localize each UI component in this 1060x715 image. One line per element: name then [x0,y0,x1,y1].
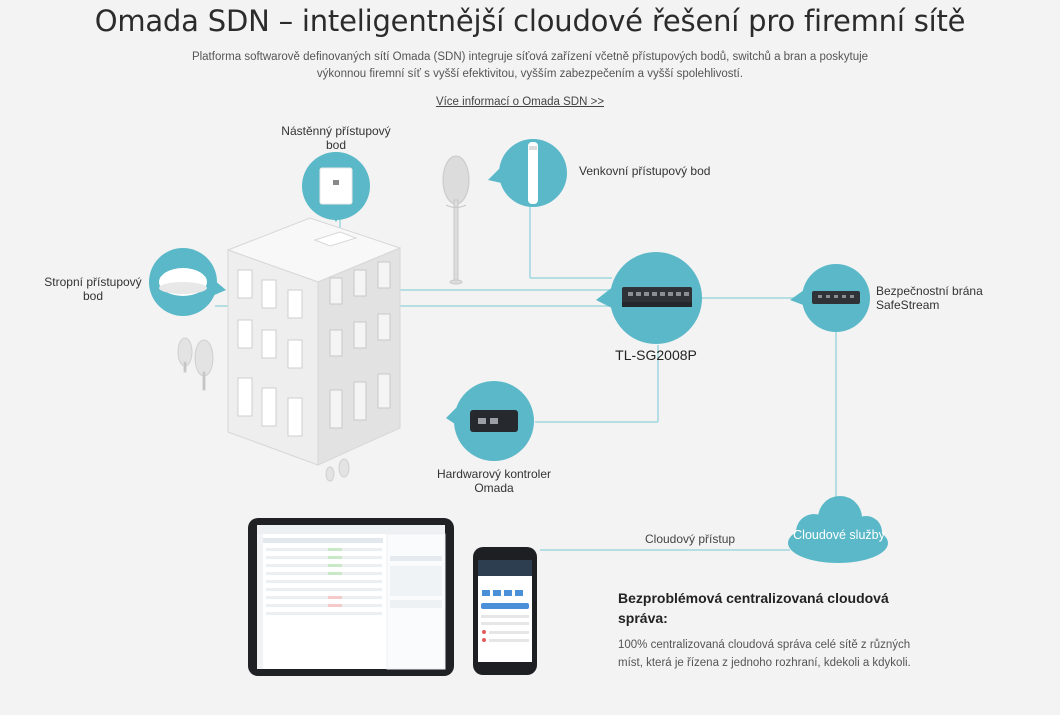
page-title: Omada SDN – inteligentnější cloudové řeš… [94,4,966,38]
wall-ap-label: Nástěnný přístupový bod [281,124,391,152]
cloud-access-label: Cloudový přístup [645,532,736,546]
switch-bubble [596,252,702,344]
cloud-services-label: Cloudové služby [793,528,885,542]
tree-icon [177,337,350,482]
more-info-link[interactable]: Více informací o Omada SDN >> [435,96,605,108]
gateway-bubble [790,264,870,332]
lamp-pole-icon [442,155,470,285]
building-icon [226,217,402,466]
ceiling-ap-bubble [149,248,226,316]
feature-text: 100% centralizovaná cloudová správa celé… [618,639,911,669]
ceiling-ap-label: Stropní přístupový bod [44,275,142,303]
switch-model-label: TL-SG2008P [615,347,697,363]
phone-app-icon [473,547,537,675]
tablet-dashboard-icon [248,518,454,676]
intro-text: Platforma softwarově definovaných sítí O… [191,51,869,80]
outdoor-ap-label: Venkovní přístupový bod [579,164,711,178]
outdoor-ap-bubble [488,139,567,207]
cloud-icon [788,496,888,563]
feature-title: Bezproblémová centralizovaná cloudová sp… [618,590,889,626]
controller-label: Hardwarový kontroler Omada [436,467,552,495]
gateway-label: Bezpečnostní brána SafeStream [876,284,983,312]
wall-ap-bubble [302,152,370,222]
controller-bubble [446,381,534,461]
